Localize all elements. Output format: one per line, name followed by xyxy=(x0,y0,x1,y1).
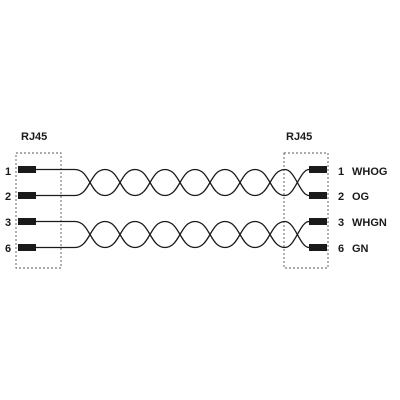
right-wire-color-code: WHOG xyxy=(352,166,387,178)
right-wire-color-code: OG xyxy=(352,191,369,203)
left-pin-contact xyxy=(18,244,36,251)
left-pin-number: 2 xyxy=(5,191,11,203)
right-pin-number: 3 xyxy=(338,217,344,229)
left-pin-contact xyxy=(18,192,36,199)
right-wire-color-code: WHGN xyxy=(352,217,387,229)
left-pin-number: 6 xyxy=(5,243,11,255)
right-pin-number: 6 xyxy=(338,243,344,255)
right-pin-contact xyxy=(309,218,327,225)
left-pin-number: 3 xyxy=(5,217,11,229)
right-pin-number: 2 xyxy=(338,191,344,203)
twisted-pair-2-wire-b xyxy=(36,220,310,249)
right-connector-housing xyxy=(283,152,329,269)
right-wire-color-code: GN xyxy=(352,243,369,255)
right-pin-contact xyxy=(309,244,327,251)
right-connector-label: RJ45 xyxy=(286,131,312,143)
twisted-pair-1-wire-b xyxy=(36,168,310,197)
twisted-pair-2-wire-a xyxy=(36,220,310,249)
left-pin-contact xyxy=(18,218,36,225)
left-pin-number: 1 xyxy=(5,166,11,178)
left-connector-label: RJ45 xyxy=(21,131,47,143)
right-pin-number: 1 xyxy=(338,166,344,178)
right-pin-contact xyxy=(309,192,327,199)
right-pin-contact xyxy=(309,166,327,173)
left-pin-contact xyxy=(18,166,36,173)
twisted-pair-1-wire-a xyxy=(36,168,310,197)
